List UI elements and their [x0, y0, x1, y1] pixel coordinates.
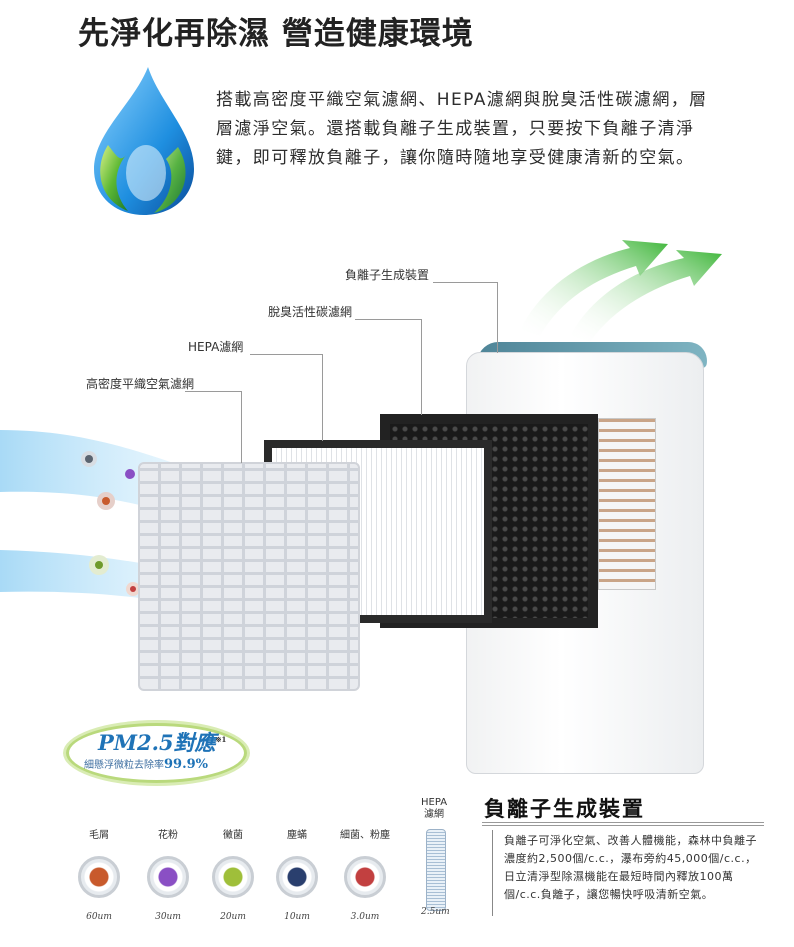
pollutant-name: 毛屑	[89, 830, 109, 841]
leader-carbon	[355, 319, 422, 415]
water-drop-icon	[94, 67, 194, 215]
pollutant-icon	[78, 856, 120, 898]
unit-vent	[598, 418, 656, 590]
label-hepa-filter: HEPA濾網	[188, 340, 244, 354]
pollutant-name: 塵蟎	[287, 830, 307, 841]
ion-section-body: 負離子可淨化空氣、改善人體機能，森林中負離子濃度約2,500個/c.c.，瀑布旁…	[504, 834, 757, 901]
pollutant-icon	[276, 856, 318, 898]
pollutant-item: 毛屑 60um	[64, 826, 134, 922]
pollutant-size: 20um	[220, 912, 246, 922]
pollutant-item: 花粉 30um	[133, 826, 203, 922]
pollutant-item: 黴菌 20um	[198, 826, 268, 922]
pollutant-name: 花粉	[158, 830, 178, 841]
ion-section-title: 負離子生成裝置	[484, 796, 645, 821]
pollutant-icon	[147, 856, 189, 898]
hepa-tube-icon	[426, 829, 446, 911]
pollutant-name: 黴菌	[223, 830, 243, 841]
pollutant-icon	[212, 856, 254, 898]
pm25-subtitle: 細懸浮微粒去除率99.9%	[84, 757, 209, 772]
pollutant-item: 塵蟎 10um	[262, 826, 332, 922]
intro-paragraph: 搭載高密度平織空氣濾網、HEPA濾網與脫臭活性碳濾網，層層濾淨空氣。還搭載負離子…	[216, 90, 708, 168]
label-mesh-filter: 高密度平織空氣濾網	[86, 377, 195, 391]
label-ion-generator: 負離子生成裝置	[345, 268, 430, 282]
page-headline: 先淨化再除濕 營造健康環境	[78, 16, 474, 52]
pollutant-size: 30um	[155, 912, 181, 922]
title-rule	[482, 822, 764, 823]
pollutant-icon	[344, 856, 386, 898]
leader-ion	[433, 282, 498, 353]
pm25-badge	[66, 723, 247, 783]
pollutant-item: 細菌、粉塵 3.0um	[330, 826, 400, 922]
leader-mesh	[185, 391, 242, 463]
leader-hepa	[250, 354, 323, 441]
pollutant-name: 細菌、粉塵	[340, 830, 390, 841]
label-carbon-filter: 脫臭活性碳濾網	[268, 305, 353, 319]
pollutant-size: 10um	[284, 912, 310, 922]
pm25-title: PM2.5對應※1	[98, 730, 227, 755]
body-rule	[492, 830, 493, 916]
title-rule-2	[482, 825, 764, 826]
hepa-size-value: 2.5um	[421, 907, 450, 917]
pollutant-size: 3.0um	[350, 912, 380, 922]
pollutant-size: 60um	[86, 912, 112, 922]
mesh-filter	[138, 462, 360, 691]
